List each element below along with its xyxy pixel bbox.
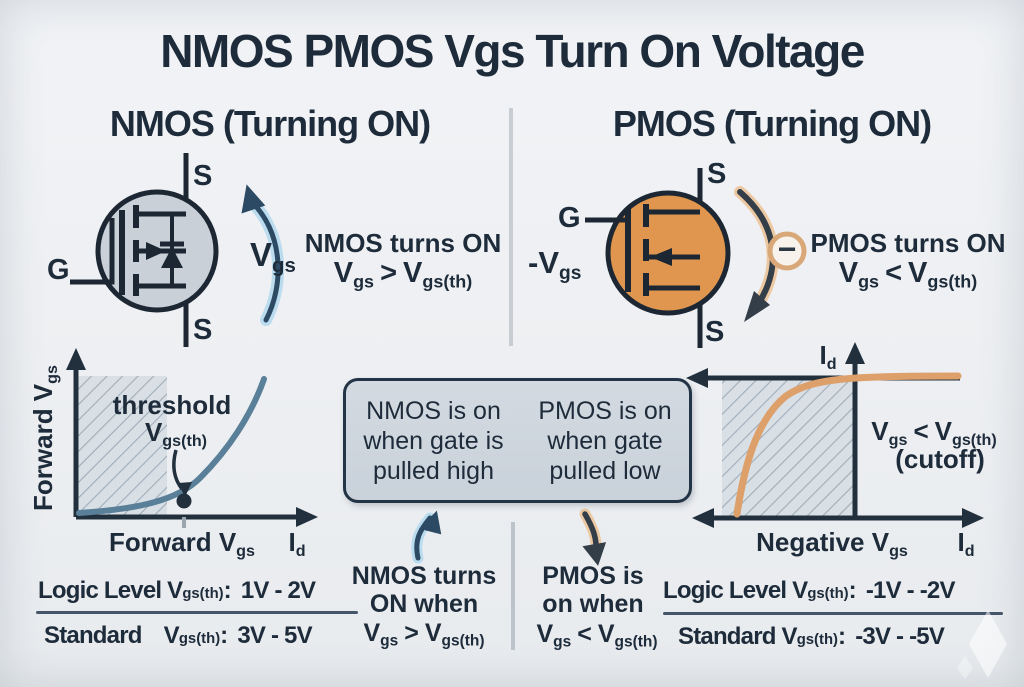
pmos-id-curve: [733, 372, 962, 518]
nmos-graph-y-axis-label: Forward Vgs: [28, 365, 61, 511]
nmos-gate-label: G: [47, 254, 70, 286]
pmos-on-when-line2: on when: [542, 590, 644, 618]
nmos-table-divider: [36, 611, 358, 614]
nmos-turns-on-line1: NMOS turns: [351, 562, 497, 590]
nmos-id-curve: [76, 376, 267, 516]
threshold-annotation-line2: Vgs(th): [144, 417, 208, 450]
threshold-point: [176, 493, 192, 509]
nmos-threshold-region: [78, 376, 167, 515]
summary-box: NMOS is on when gate is pulled high PMOS…: [343, 378, 692, 503]
pmos-transistor-symbol: [585, 168, 731, 348]
nmos-vgs-label: Vgs: [250, 236, 296, 278]
pmos-gate-pull-arrow: [734, 186, 807, 322]
summary-nmos-column: NMOS is on when gate is pulled high: [363, 396, 504, 485]
nmos-source-bottom-label: S: [193, 314, 213, 346]
nmos-logic-level-value: 1V - 2V: [240, 577, 316, 604]
pmos-logic-level-value: -1V - -2V: [865, 577, 956, 604]
nmos-vgs-arrow: [241, 184, 285, 326]
nmos-source-top-label: S: [193, 160, 213, 192]
pmos-pull-low-arrow: [579, 508, 607, 566]
pmos-section-header: PMOS (Turning ON): [612, 103, 932, 144]
pmos-on-when-line1: PMOS is: [542, 562, 644, 590]
nmos-graph-id-label: Id: [288, 527, 306, 560]
pmos-on-when-formula: Vgs<Vgs(th): [536, 620, 658, 651]
threshold-annotation-line1: threshold: [112, 390, 232, 420]
nmos-transistor-symbol: [70, 153, 219, 347]
pmos-neg-vgs-label: -Vgs: [528, 245, 582, 284]
pmos-table-divider: [663, 612, 1003, 615]
nmos-turns-on-formula: Vgs>Vgs(th): [363, 619, 485, 650]
pmos-standard-value: -3V - -5V: [855, 623, 945, 650]
nmos-section-header: NMOS (Turning ON): [109, 103, 431, 144]
pmos-cutoff-caption: (cutoff): [895, 444, 985, 474]
minus-badge-sign: −: [777, 231, 797, 268]
pmos-cutoff-region: [722, 380, 855, 518]
pmos-source-top-label: S: [707, 158, 727, 190]
pmos-graph-y-axis-label: Id: [819, 340, 837, 373]
pmos-note-line: PMOS turns ON: [810, 228, 1006, 258]
nmos-id-vgs-graph: [66, 348, 318, 528]
pmos-gate-label: G: [558, 202, 581, 234]
pmos-source-bottom-label: S: [705, 316, 725, 348]
pmos-note-formula: Vgs<Vgs(th): [838, 257, 978, 292]
page-title: NMOS PMOS Vgs Turn On Voltage: [160, 25, 865, 77]
pmos-cutoff-formula: Vgs<Vgs(th): [871, 416, 997, 449]
pmos-graph-id-label: Id: [957, 527, 975, 560]
nmos-graph-x-axis-label: Forward Vgs: [109, 527, 255, 560]
nmos-pull-high-arrow: [411, 510, 442, 564]
nmos-note-line: NMOS turns ON: [304, 228, 502, 258]
minus-badge-ring: [767, 231, 807, 271]
summary-pmos-column: PMOS is on when gate pulled low: [538, 396, 672, 485]
pmos-id-vgs-graph: [686, 342, 984, 528]
nmos-standard-value: 3V - 5V: [237, 622, 312, 649]
pmos-graph-x-axis-label: Negative Vgs: [756, 527, 908, 560]
nmos-turns-on-line2: ON when: [369, 590, 479, 618]
nmos-note-formula: Vgs>Vgs(th): [333, 257, 473, 292]
